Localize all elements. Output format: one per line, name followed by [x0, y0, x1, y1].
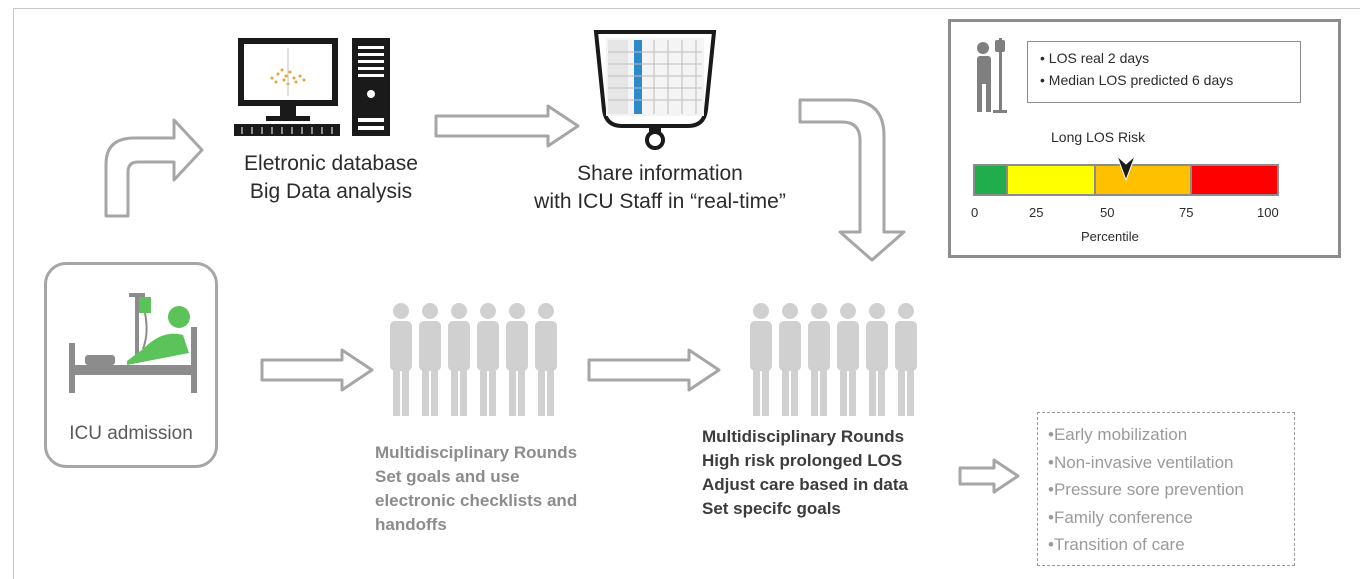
risk-pointer-icon [1116, 155, 1136, 182]
rounds1-line: electronic checklists and [375, 491, 578, 510]
tick-label: 100 [1257, 205, 1279, 220]
team-people-icon [390, 303, 557, 416]
rounds1-line: handoffs [375, 515, 447, 534]
figure-frame [13, 8, 1360, 579]
right-arrow-actions [958, 458, 1020, 494]
rounds2-line: Adjust care based in data [702, 475, 908, 494]
curved-up-arrow [104, 118, 204, 218]
rounds2-line: Set specifc goals [702, 499, 841, 518]
team-people-icon [750, 303, 917, 416]
rounds1-caption: Multidisciplinary Rounds Set goals and u… [375, 441, 635, 537]
care-action-item: •Transition of care [1048, 535, 1185, 554]
share-caption-line2: with ICU Staff in “real-time” [534, 190, 786, 213]
tick-label: 50 [1100, 205, 1115, 220]
database-caption-line1: Eletronic database [244, 152, 418, 175]
patient-iv-icon [977, 38, 1007, 113]
icu-admission-label: ICU admission [69, 423, 193, 444]
care-action-item: •Non-invasive ventilation [1048, 452, 1234, 472]
tick-label: 25 [1029, 205, 1044, 220]
right-arrow-database-share [434, 104, 580, 148]
los-real-text: LOS real 2 days [1048, 50, 1150, 66]
care-actions-box: •Early mobilization •Non-invasive ventil… [1037, 412, 1295, 566]
tick-label: 0 [971, 205, 979, 220]
tick-label: 75 [1179, 205, 1194, 220]
rounds2-line: Multidisciplinary Rounds [702, 427, 905, 446]
right-arrow-icu-rounds [260, 348, 374, 392]
los-real-row: • LOS real 2 days [1040, 50, 1150, 66]
los-info-box: • LOS real 2 days • Median LOS predicted… [1027, 41, 1301, 103]
rounds2-caption: Multidisciplinary Rounds High risk prolo… [702, 425, 962, 521]
rounds2-line: High risk prolonged LOS [702, 451, 903, 470]
computer-icon [234, 38, 390, 136]
care-action-item: •Early mobilization [1048, 425, 1188, 444]
care-action-item: •Pressure sore prevention [1048, 480, 1244, 499]
right-arrow-rounds-rounds [587, 348, 721, 392]
median-los-row: • Median LOS predicted 6 days [1040, 72, 1234, 88]
tablet-dashboard-icon [593, 30, 717, 150]
icu-admission-box: ICU admission [44, 262, 218, 468]
database-caption: Eletronic database Big Data analysis [214, 150, 448, 206]
care-action-item: •Family conference [1048, 507, 1193, 527]
median-los-text: Median LOS predicted 6 days [1048, 72, 1234, 88]
risk-title: Long LOS Risk [1051, 129, 1146, 145]
rounds1-line: Set goals and use [375, 467, 520, 486]
risk-segment-yellow [1008, 166, 1096, 194]
percentile-axis-label: Percentile [1081, 229, 1139, 244]
risk-segment-orange [1095, 166, 1193, 194]
hospital-bed-icon [69, 293, 197, 393]
share-caption-line1: Share information [577, 162, 743, 185]
risk-scale-bar [973, 164, 1279, 196]
database-caption-line2: Big Data analysis [249, 180, 413, 203]
risk-segment-green [975, 166, 1009, 194]
rounds1-line: Multidisciplinary Rounds [375, 443, 578, 462]
los-risk-panel: • LOS real 2 days • Median LOS predicted… [948, 19, 1341, 258]
curved-down-arrow [798, 98, 906, 262]
risk-segment-red [1192, 166, 1277, 194]
share-caption: Share information with ICU Staff in “rea… [500, 160, 820, 216]
